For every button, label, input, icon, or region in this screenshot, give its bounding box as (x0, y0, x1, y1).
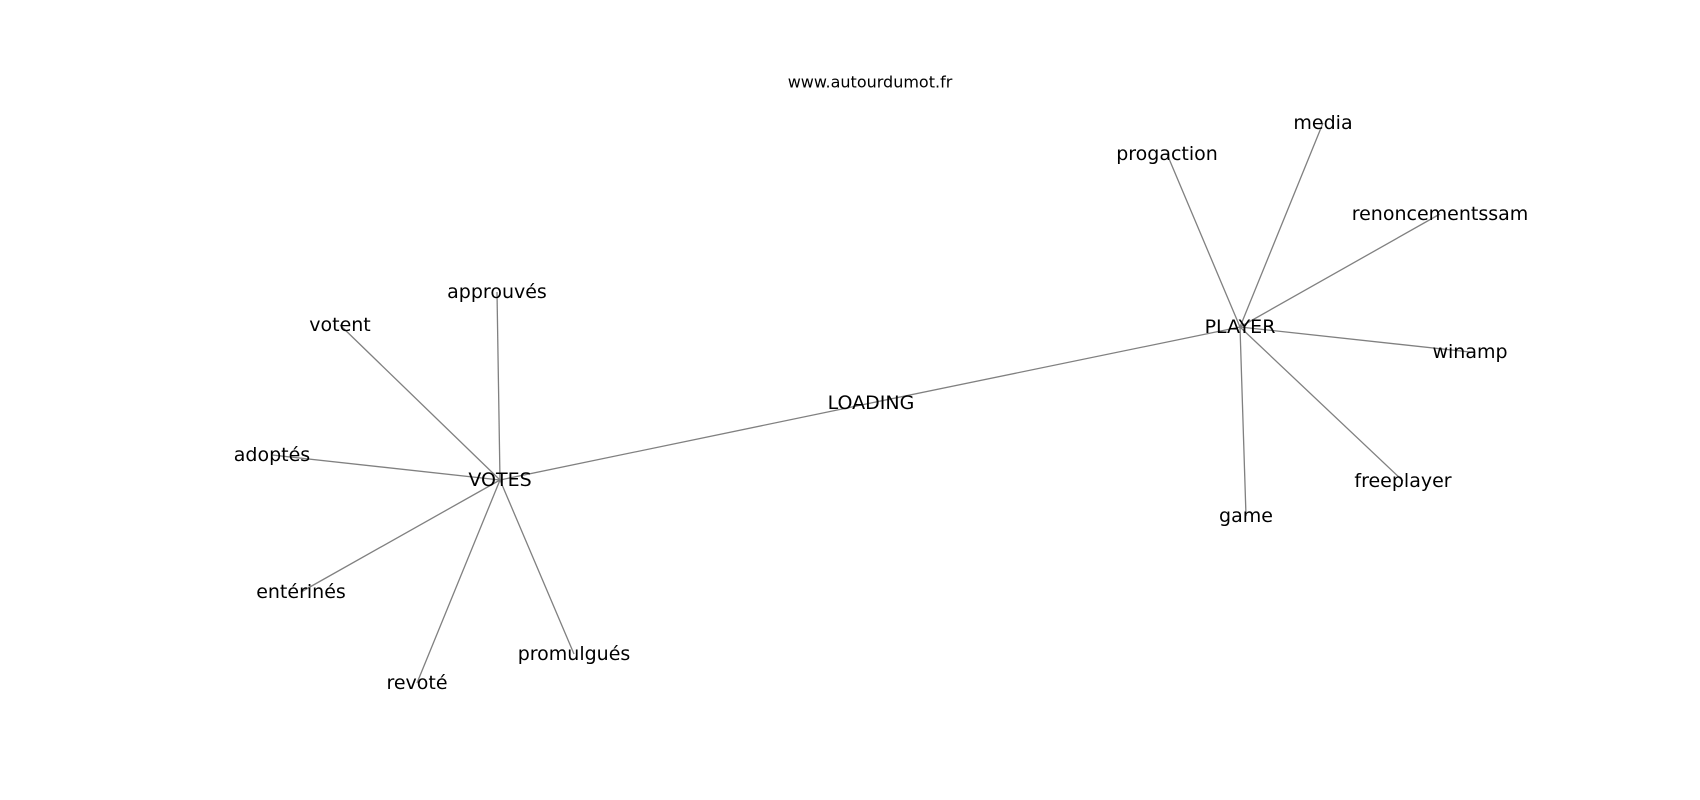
edge-votes-enterines (300, 479, 501, 593)
node-winamp: winamp (1432, 341, 1507, 363)
node-enterines: entérinés (256, 581, 346, 603)
edge-votes-revote (416, 479, 501, 684)
node-revote: revoté (386, 672, 447, 694)
node-player: PLAYER (1205, 316, 1276, 338)
edge-loading-votes (499, 402, 872, 481)
node-game: game (1219, 505, 1273, 527)
node-renoncementssam: renoncementssam (1352, 203, 1529, 225)
edge-votes-approuves (496, 291, 501, 481)
graph-edges (271, 122, 1471, 684)
edge-player-media (1239, 122, 1324, 328)
edge-player-winamp (1239, 326, 1471, 353)
node-progaction: progaction (1116, 143, 1218, 165)
node-promulgues: promulgués (518, 643, 631, 665)
edge-votes-adoptes (271, 454, 501, 481)
edge-votes-promulgues (499, 479, 575, 655)
edge-player-progaction (1166, 153, 1241, 328)
node-loading: LOADING (828, 392, 915, 414)
node-approuves: approuvés (447, 281, 547, 303)
edge-player-freeplayer (1239, 326, 1404, 482)
edge-votes-votent (339, 324, 501, 481)
edge-player-game (1239, 326, 1247, 517)
edge-loading-player (870, 326, 1241, 404)
watermark: www.autourdumot.fr (788, 73, 953, 92)
node-freeplayer: freeplayer (1354, 470, 1451, 492)
node-media: media (1293, 112, 1352, 134)
edge-player-renoncementssam (1239, 213, 1441, 328)
graph-labels: LOADING VOTES approuvés votent adoptés entéri… (234, 112, 1529, 694)
node-votes: VOTES (468, 469, 531, 491)
node-adoptes: adoptés (234, 444, 310, 466)
node-votent: votent (309, 314, 371, 336)
